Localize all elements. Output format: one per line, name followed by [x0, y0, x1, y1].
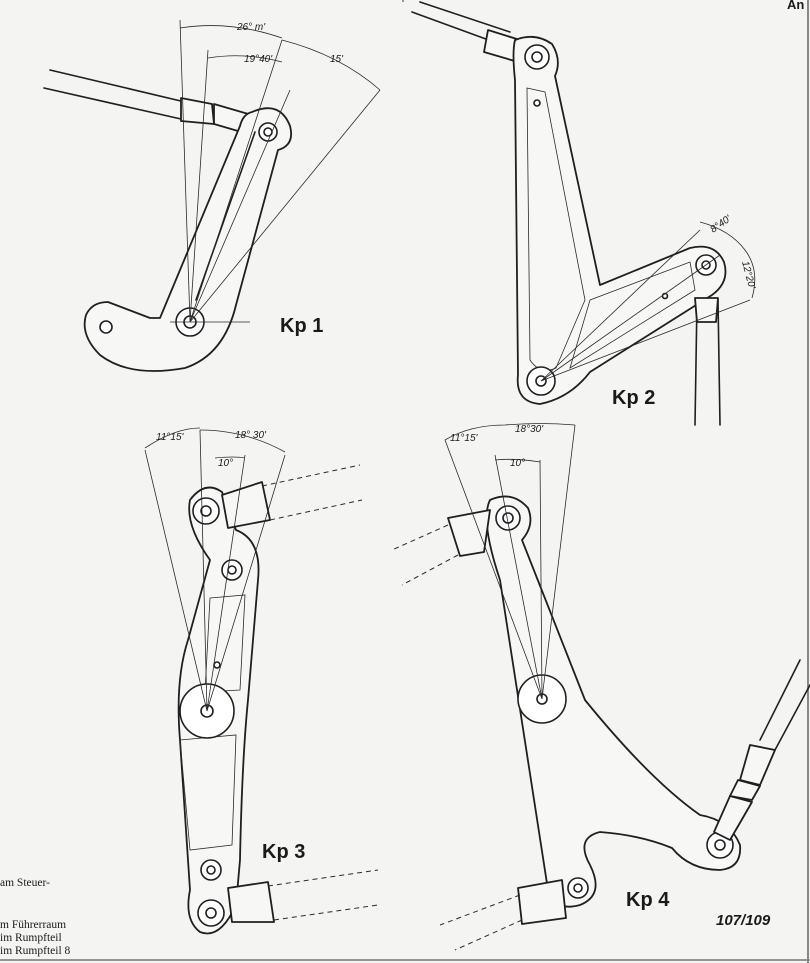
kp2-angle-a: 8°40' — [708, 213, 734, 236]
lever-kp1: 26° m' 19°40' 15' Kp 1 — [43, 19, 381, 372]
kp4-arm-pin-hole — [714, 839, 726, 851]
kp1-angle-lines — [179, 19, 381, 323]
kp1-angle-b: 19°40' — [244, 54, 273, 65]
legend-line-4: im Rumpfteil 8 — [0, 945, 71, 957]
kp2-angle-b: 12°20' — [739, 260, 757, 291]
kp3-angle-arcs — [144, 427, 286, 459]
legend-line-1: am Steuer- — [0, 877, 50, 889]
kp1-label: Kp 1 — [280, 315, 323, 337]
kp4-angle-lines — [444, 424, 576, 700]
kp3-upper-pocket — [204, 594, 246, 693]
kp3-top-pin-hole — [200, 505, 212, 517]
kp2-upper-pin-hole — [531, 51, 543, 63]
kp4-bottom-pin-hole — [573, 883, 583, 893]
legend-line-3: im Rumpfteil — [0, 932, 62, 944]
kp3-bottom-pin-hole — [205, 907, 217, 919]
kp2-angle-arcs — [699, 221, 756, 299]
legend-line-2: m Führerraum — [0, 919, 66, 931]
kp2-arm-pocket — [569, 261, 696, 369]
kp4-rod-collar — [729, 779, 761, 801]
kp1-push-rod — [43, 69, 186, 120]
kp2-arm-hole — [661, 292, 669, 300]
kp4-angle-a: 11°15' — [450, 433, 479, 444]
kp1-angle-a: 26° m' — [236, 22, 266, 33]
kp4-push-rod — [759, 659, 810, 751]
kp3-upper-bracket — [221, 481, 271, 529]
kp3-upper-pin-hole — [227, 565, 237, 575]
corner-label: An — [787, 0, 804, 12]
kp2-small-hole — [533, 99, 541, 107]
kp4-rod-fork — [713, 795, 753, 841]
kp4-rod-end — [739, 744, 776, 786]
kp1-angle-c: 15' — [330, 54, 344, 65]
kp4-lever-body — [485, 495, 742, 908]
kp4-lower-bracket — [517, 879, 567, 925]
lever-kp3: 11°15' 18° 30' 10° Kp 3 — [144, 427, 379, 935]
kp3-label: Kp 3 — [262, 841, 305, 863]
kp4-angle-c: 10° — [510, 458, 525, 469]
kp4-angle-b: 18°30' — [515, 424, 544, 435]
kp4-upper-bracket — [447, 509, 491, 557]
lever-kp2: 8°40' 12°20' Kp 2 — [411, 1, 757, 426]
kp1-angle-arcs — [179, 25, 381, 91]
figure-ref: 107/109 — [716, 912, 771, 929]
kp3-angle-b: 18° 30' — [235, 430, 267, 441]
kp3-angle-a: 11°15' — [156, 432, 185, 443]
kp2-lower-rod-end — [694, 297, 719, 323]
kp4-angle-arcs — [444, 423, 576, 463]
kp2-label: Kp 2 — [612, 387, 655, 409]
kp4-dashed-rods — [391, 524, 523, 951]
kp1-rod-end — [180, 97, 215, 125]
lever-kp4: 11°15' 18°30' 10° Kp 4 — [391, 423, 810, 951]
kp4-label: Kp 4 — [626, 889, 670, 911]
kp3-lower-pin-hole — [206, 865, 216, 875]
kp1-hook-hole — [99, 320, 113, 334]
kp3-dashed-rods — [261, 464, 379, 921]
kp2-lever-body — [512, 35, 727, 405]
kp3-small-hole — [213, 661, 221, 669]
kp3-lower-bracket — [227, 881, 275, 923]
legend-fragment: am Steuer- m Führerraum im Rumpfteil im … — [0, 877, 71, 957]
kp3-angle-lines — [144, 429, 286, 712]
kp1-lever-rib — [195, 131, 256, 301]
kp3-angle-c: 10° — [218, 458, 233, 469]
kp2-angle-lines — [540, 229, 751, 382]
